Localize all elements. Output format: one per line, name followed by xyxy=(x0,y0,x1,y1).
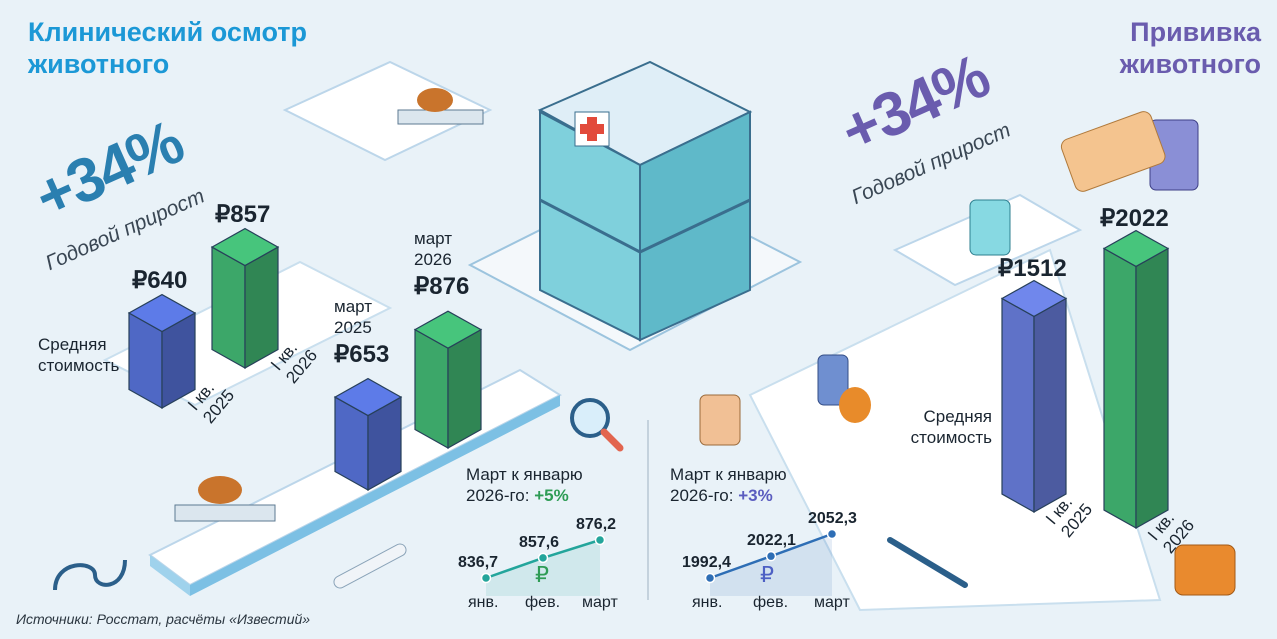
right-monthly-note-prefix: 2026-го: xyxy=(670,486,734,505)
exam-monthly-category-1: янв. xyxy=(468,594,499,611)
exam-march-bar-2-left-face xyxy=(414,328,449,450)
pet-carrier-icon xyxy=(1174,544,1236,596)
vaccine-quarterly-bar-2-top-face xyxy=(1102,229,1170,268)
vaccine-monthly-category-2: фев. xyxy=(753,594,789,611)
exam-march-category-line2-1: 2025 xyxy=(334,317,372,337)
vaccine-monthly-category-1: янв. xyxy=(692,594,723,611)
left-platform-edge xyxy=(150,555,190,596)
exam-quarterly-value-1: ₽640 xyxy=(132,266,188,294)
left-ruble-glyph: ₽ xyxy=(535,562,549,587)
exam-monthly-area xyxy=(486,540,600,596)
exam-table xyxy=(174,504,276,522)
exam-monthly-category-3: март xyxy=(582,594,618,611)
right-avg-line1: Средняя xyxy=(923,407,992,426)
magnifier-handle xyxy=(600,428,624,452)
vaccine-monthly-category-3: март xyxy=(814,594,850,611)
vial-small-icon xyxy=(699,394,741,446)
left-avg-line1: Средняя xyxy=(38,335,107,354)
cat-icon xyxy=(839,387,871,423)
exam-march-category-line1-2: март xyxy=(414,229,453,249)
stethoscope-icon xyxy=(53,559,127,591)
right-title-line2: животного xyxy=(1119,49,1261,79)
vaccine-monthly-value-3: 2052,3 xyxy=(808,510,857,527)
exam-march-value-1: ₽653 xyxy=(334,340,390,368)
vaccine-quarterly-value-1: ₽1512 xyxy=(998,255,1067,283)
exam-monthly-point-3 xyxy=(594,534,606,546)
vaccine-quarterly-bar-2-right-face xyxy=(1135,247,1169,530)
price-tag-icon xyxy=(1060,111,1166,192)
exam-monthly-value-3: 876,2 xyxy=(576,516,617,533)
right-monthly-note: Март к январю 2026-го: +3% xyxy=(670,464,787,506)
right-avg-line2: стоимость xyxy=(910,428,992,447)
vaccine-monthly-area xyxy=(710,534,832,596)
right-monthly-note-pct: +3% xyxy=(738,486,773,505)
syringe-icon xyxy=(887,537,968,588)
vaccine-bottle-icon xyxy=(969,199,1011,256)
exam-march-bar-2-top-face xyxy=(413,310,483,349)
left-monthly-note: Март к январю 2026-го: +5% xyxy=(466,464,583,506)
right-title: Прививка животного xyxy=(1001,16,1261,80)
tools-platform xyxy=(282,60,493,162)
thermometer-icon xyxy=(333,543,407,589)
left-platform-edge2 xyxy=(190,395,560,596)
source-note: Источники: Росстат, расчёты «Известий» xyxy=(16,611,311,627)
left-avg-label: Средняя стоимость xyxy=(38,334,119,376)
exam-quarterly-bar-2-top-face xyxy=(210,227,280,267)
exam-monthly-value-1: 836,7 xyxy=(458,554,499,571)
exam-quarterly-bar-1-top-face xyxy=(127,293,197,333)
vaccine-quarterly-bar-2-left-face xyxy=(1103,247,1137,530)
exam-march-bar-1-top-face xyxy=(333,377,403,417)
exam-quarterly-value-2: ₽857 xyxy=(215,200,271,228)
left-monthly-note-line1: Март к январю xyxy=(466,465,583,484)
left-title: Клинический осмотр животного xyxy=(28,16,307,80)
vaccine-monthly-value-2: 2022,1 xyxy=(747,532,796,550)
right-ruble-glyph: ₽ xyxy=(760,562,774,587)
dog-icon xyxy=(198,476,242,504)
dog-icon-top xyxy=(417,88,453,112)
exam-quarterly-bar-2-right-face xyxy=(244,246,279,370)
vaccine-quarterly-bar-1-left-face xyxy=(1001,297,1035,514)
vial-blue-icon xyxy=(817,354,849,406)
exam-monthly-category-2: фев. xyxy=(525,594,561,611)
vaccine-quarterly-value-2: ₽2022 xyxy=(1100,205,1169,233)
exam-monthly-point-2 xyxy=(537,552,549,564)
vaccine-quarterly-bar-1-top-face xyxy=(1000,279,1068,318)
right-title-line1: Прививка xyxy=(1130,17,1261,47)
vaccine-monthly-point-1 xyxy=(704,572,716,584)
exam-march-category-line1-1: март xyxy=(334,296,373,316)
vaccine-monthly-point-3 xyxy=(826,528,838,540)
left-title-line2: животного xyxy=(28,49,170,79)
vaccine-monthly-value-1: 1992,4 xyxy=(682,554,731,571)
exam-march-value-2: ₽876 xyxy=(414,273,470,301)
left-monthly-note-prefix: 2026-го: xyxy=(466,486,530,505)
vaccine-quarterly-bar-1-right-face xyxy=(1033,297,1067,514)
left-monthly-note-pct: +5% xyxy=(534,486,569,505)
magnifier-icon xyxy=(570,398,610,438)
left-title-line1: Клинический осмотр xyxy=(28,17,308,47)
clinic-floor-line2 xyxy=(639,198,751,254)
exam-quarterly-bar-2-left-face xyxy=(211,246,246,370)
clinic-floor-line xyxy=(539,198,641,254)
exam-march-bar-2-right-face xyxy=(447,328,482,450)
right-avg-label: Средняя стоимость xyxy=(910,406,992,448)
exam-monthly-value-2: 857,6 xyxy=(519,533,560,551)
vaccine-monthly-point-2 xyxy=(765,550,777,562)
exam-monthly-point-1 xyxy=(480,572,492,584)
right-monthly-note-line1: Март к январю xyxy=(670,465,787,484)
cross-h xyxy=(580,124,604,134)
left-avg-line2: стоимость xyxy=(38,356,120,375)
exam-march-category-line2-2: 2026 xyxy=(414,250,452,270)
